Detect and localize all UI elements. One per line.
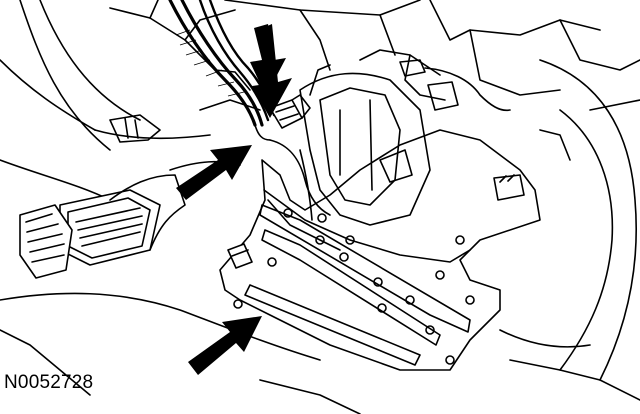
- right-trim-panel: [499, 59, 640, 401]
- callout-arrow-clip: [188, 316, 262, 375]
- harness-connector: [269, 94, 311, 129]
- lower-panel-bracket: [109, 99, 261, 143]
- hatching: [175, 29, 245, 97]
- steering-column-opening: [299, 49, 446, 226]
- callout-arrow-harness: [176, 145, 252, 200]
- callout-arrow-top-left: [250, 24, 286, 96]
- upper-electrical-connector: [399, 59, 525, 201]
- accelerator-pedal: [19, 204, 73, 279]
- wiring-harness: [168, 0, 331, 221]
- retaining-clip: [227, 243, 253, 269]
- figure-id-label: N0052728: [4, 372, 94, 393]
- knee-bolster-panel: [219, 129, 541, 371]
